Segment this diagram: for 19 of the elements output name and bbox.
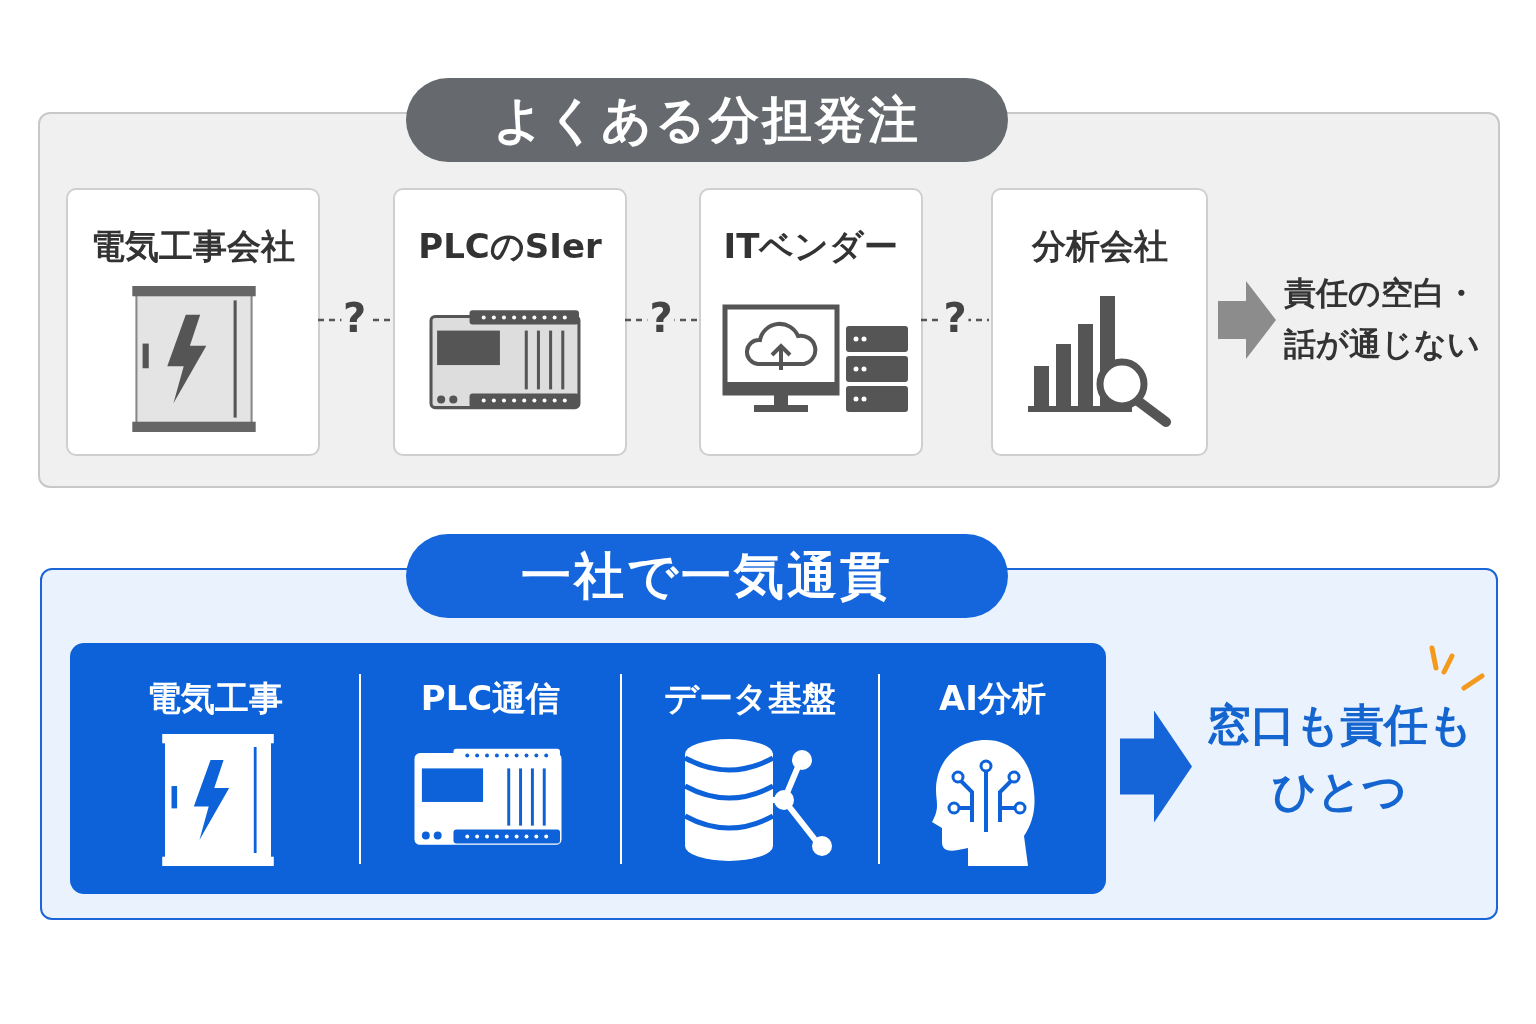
- note-text: 責任の空白・話が通じない: [1284, 273, 1481, 366]
- title: ITベンダー: [722, 225, 900, 268]
- card: [699, 188, 923, 456]
- card: [66, 188, 320, 456]
- title: PLC通信: [419, 677, 562, 720]
- title: データ基盤: [663, 677, 837, 720]
- block-arrow: [1218, 281, 1276, 359]
- result-text: 窓口も責任もひとつ: [1205, 698, 1474, 818]
- title: 電気工事: [146, 677, 284, 720]
- title: 分析会社: [1030, 225, 1169, 268]
- block-arrow: [1120, 710, 1192, 823]
- title: PLCのSIer: [417, 225, 603, 268]
- card: [991, 188, 1208, 456]
- heading-band: 一社で一気通貫: [406, 534, 1008, 618]
- card: [393, 188, 627, 456]
- heading-band: よくある分担発注: [406, 78, 1008, 162]
- service-band: [70, 643, 1106, 894]
- title: AI分析: [938, 677, 1047, 720]
- title: 電気工事会社: [90, 225, 296, 268]
